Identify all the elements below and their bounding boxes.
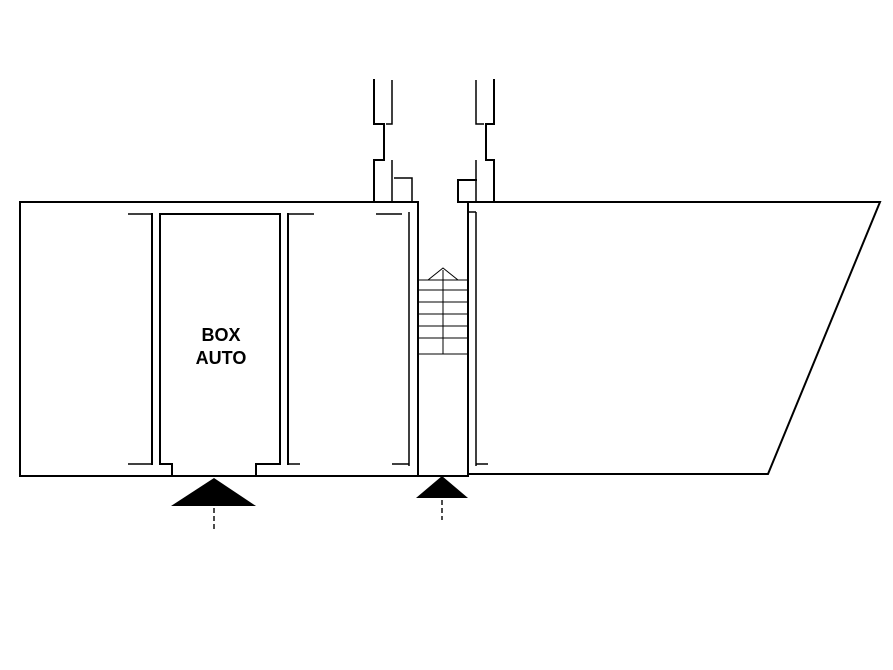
box-auto-label-line1: BOX (201, 325, 240, 345)
partition-3 (376, 211, 488, 465)
box-auto-room (159, 213, 281, 477)
garage-entrance-arrow-icon (171, 478, 256, 530)
outer-wall-right-block (467, 201, 882, 475)
stairwell-right-wall (457, 79, 495, 203)
staircase (417, 267, 469, 355)
partition-1 (128, 213, 153, 465)
partition-2 (287, 213, 314, 465)
box-auto-label-line2: AUTO (196, 348, 247, 368)
stairwell-left-wall (373, 79, 419, 203)
stair-entrance-arrow-icon (416, 476, 468, 520)
